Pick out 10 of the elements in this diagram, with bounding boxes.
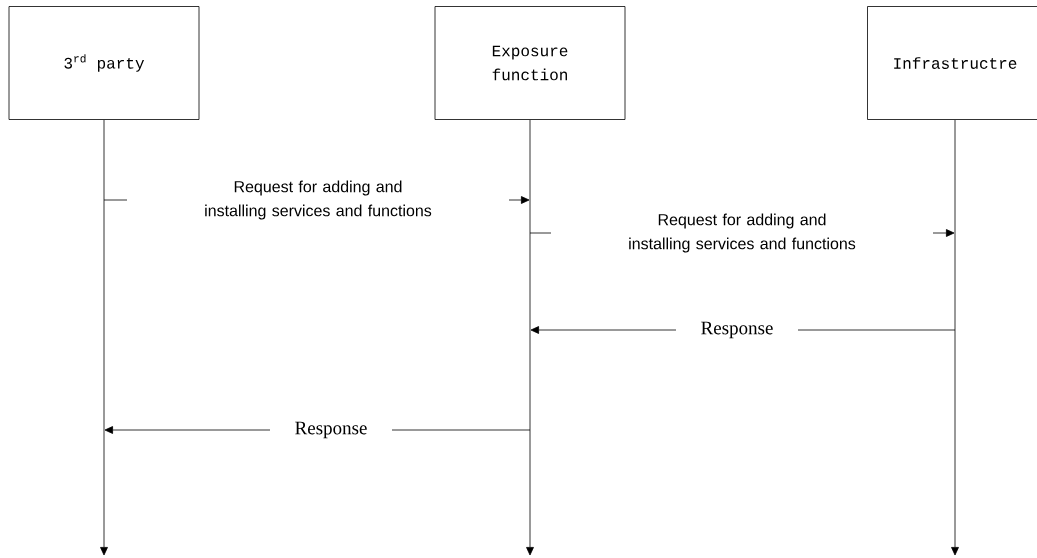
lifeline-arrow	[951, 119, 959, 556]
edge-label: Request for adding and installing services and functions	[551, 212, 933, 254]
edge-label: Request for adding and installing services and functions	[127, 179, 509, 221]
edge-label: Response	[270, 420, 392, 440]
participant-box: Infrastructre	[867, 6, 1037, 120]
edge-label: Response	[676, 320, 798, 340]
participant-box: 3$^{rd}$ party	[8, 6, 200, 120]
participant-box: Exposure function	[434, 6, 626, 120]
lifeline-arrow	[526, 119, 534, 556]
lifeline-arrow	[100, 119, 108, 556]
